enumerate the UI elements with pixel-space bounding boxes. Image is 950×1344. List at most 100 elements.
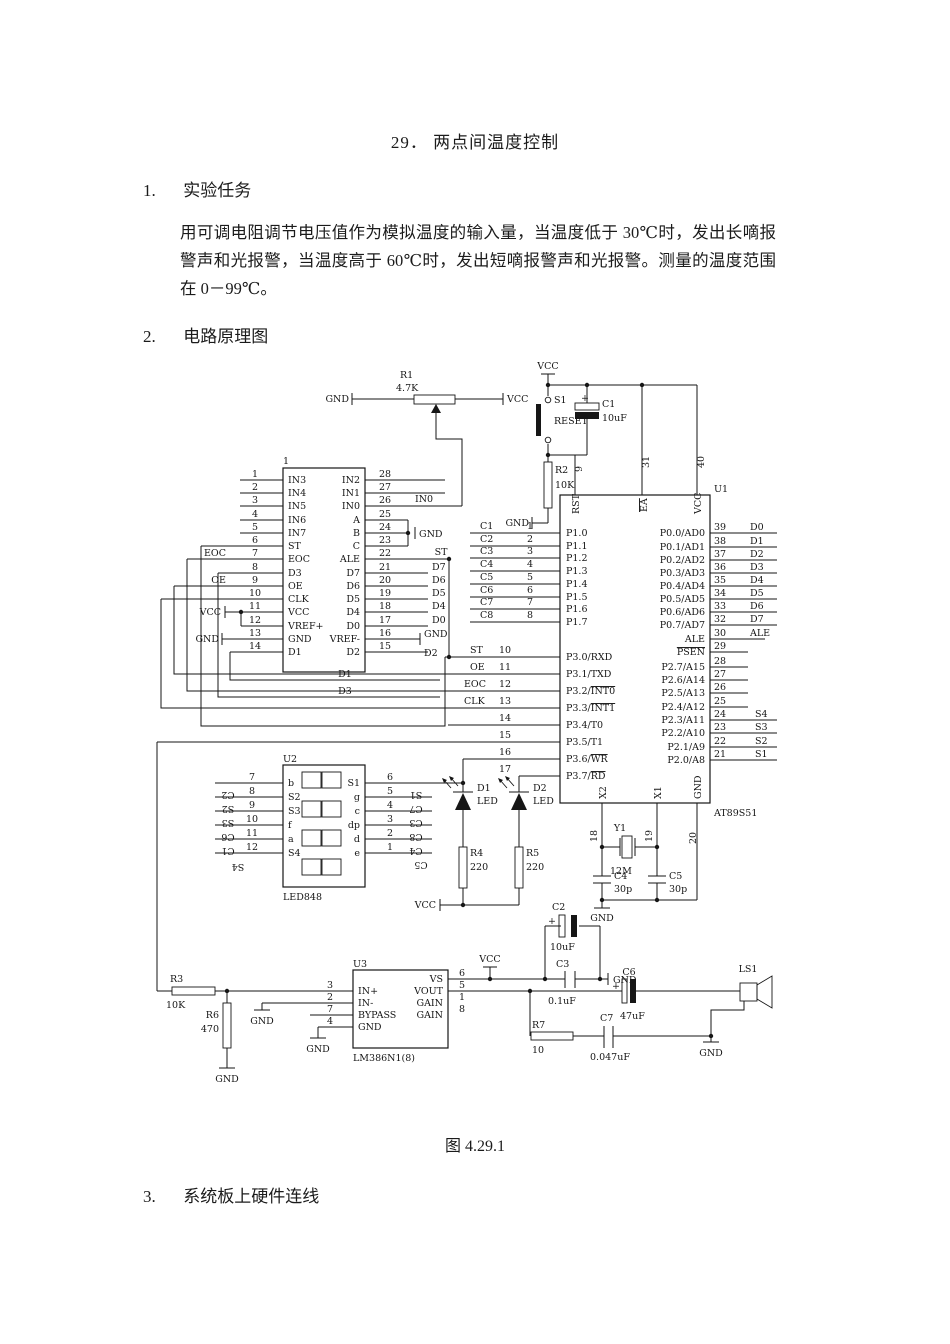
schematic-label: 22 bbox=[714, 736, 726, 747]
potentiometer-r1 bbox=[413, 394, 456, 405]
schematic-label: 3 bbox=[527, 546, 533, 557]
schematic-label: C7 bbox=[409, 803, 422, 814]
crystal-y1 bbox=[621, 835, 633, 859]
schematic-label: C2 bbox=[221, 789, 234, 800]
schematic-label: 10K bbox=[166, 1000, 186, 1011]
schematic-label: S1 bbox=[347, 778, 360, 789]
schematic-label: 4.7K bbox=[396, 383, 419, 394]
schematic-label: c bbox=[355, 806, 360, 817]
schematic-label: VCC bbox=[693, 493, 704, 515]
schematic-label: 5 bbox=[252, 522, 258, 533]
schematic-label: 25 bbox=[714, 696, 726, 707]
schematic-label: 1 bbox=[459, 992, 465, 1003]
schematic-label: GND bbox=[250, 1016, 274, 1027]
cap-c6-plate-neg bbox=[630, 979, 636, 1003]
schematic-label: P3.4/T0 bbox=[566, 720, 603, 731]
schematic-label: ST bbox=[288, 541, 302, 552]
schematic-label: 5 bbox=[387, 786, 393, 797]
schematic-label: S1 bbox=[554, 395, 567, 406]
schematic-label: 12M bbox=[610, 866, 632, 877]
schematic-label: 10uF bbox=[550, 942, 575, 953]
schematic-label: GND bbox=[325, 394, 349, 405]
schematic-label: P2.1/A9 bbox=[667, 742, 705, 753]
schematic-label: LED bbox=[477, 796, 498, 807]
schematic-label: AT89S51 bbox=[713, 808, 757, 819]
schematic-label: 10 bbox=[249, 588, 261, 599]
schematic-label: S4 bbox=[755, 709, 768, 720]
schematic-label: GND bbox=[613, 975, 637, 986]
schematic-label: 10 bbox=[246, 814, 258, 825]
schematic-label: VREF- bbox=[329, 634, 360, 645]
schematic-label: 5 bbox=[527, 572, 533, 583]
schematic-label: C3 bbox=[480, 546, 493, 557]
schematic-label: VCC bbox=[506, 394, 528, 405]
schematic-label: P1.7 bbox=[566, 617, 588, 628]
schematic-label: EOC bbox=[288, 554, 310, 565]
reset-button-contact bbox=[544, 436, 552, 444]
schematic-label: P2.0/A8 bbox=[667, 755, 705, 766]
schematic-label: P0.7/AD7 bbox=[660, 620, 705, 631]
schematic-label: D3 bbox=[288, 568, 302, 579]
schematic-label: 40 bbox=[696, 456, 707, 468]
wire-adc-routing bbox=[160, 546, 560, 727]
wire-amp-section bbox=[157, 925, 745, 1069]
wire-mcu-right-pins bbox=[710, 532, 777, 761]
schematic-label: IN5 bbox=[288, 501, 306, 512]
schematic-label: 220 bbox=[526, 862, 544, 873]
schematic-label: LED848 bbox=[283, 892, 322, 903]
section-1-heading: 1. 实验任务 bbox=[143, 176, 251, 201]
schematic-label: D4 bbox=[346, 607, 360, 618]
schematic-label: P2.7/A15 bbox=[661, 662, 705, 673]
pot-wiper-arrow bbox=[431, 404, 441, 413]
schematic-label: 2 bbox=[327, 992, 333, 1003]
schematic-label: IN0 bbox=[415, 494, 433, 505]
schematic-label: P0.3/AD3 bbox=[660, 568, 705, 579]
schematic-label: IN4 bbox=[288, 488, 306, 499]
schematic-label: 8 bbox=[459, 1004, 465, 1015]
schematic-label: 12 bbox=[249, 615, 261, 626]
schematic-label: GND bbox=[693, 775, 704, 799]
schematic-label: 16 bbox=[379, 628, 391, 639]
schematic-label: GND bbox=[505, 518, 529, 529]
schematic-label: 10 bbox=[532, 1045, 544, 1056]
schematic-label: P0.2/AD2 bbox=[660, 555, 705, 566]
schematic-label: D1 bbox=[477, 783, 491, 794]
schematic-label: 6 bbox=[459, 968, 465, 979]
schematic-label: OE bbox=[211, 575, 226, 586]
schematic-label: LED bbox=[533, 796, 554, 807]
schematic-label: 37 bbox=[714, 549, 726, 560]
schematic-label: P2.6/A14 bbox=[661, 675, 705, 686]
schematic-label: S1 bbox=[755, 749, 768, 760]
schematic-label: 8 bbox=[249, 786, 255, 797]
schematic-label: LM386N1(8) bbox=[353, 1053, 415, 1064]
schematic-label: C6 bbox=[480, 585, 493, 596]
schematic-label: LS1 bbox=[739, 964, 758, 975]
schematic-label: D4 bbox=[750, 575, 764, 586]
schematic-label: S2 bbox=[755, 736, 768, 747]
schematic-label: 12 bbox=[246, 842, 258, 853]
schematic-label: C5 bbox=[669, 871, 682, 882]
section-1-number: 1. bbox=[143, 181, 156, 200]
schematic-label: 30p bbox=[669, 884, 687, 895]
schematic-label: D5 bbox=[346, 594, 360, 605]
schematic-label: 4 bbox=[527, 559, 533, 570]
schematic-label: U2 bbox=[283, 754, 297, 765]
schematic-label: IN3 bbox=[288, 475, 306, 486]
schematic-label: 2 bbox=[387, 828, 393, 839]
schematic-label: A bbox=[352, 515, 360, 526]
schematic-label: X2 bbox=[598, 786, 609, 799]
resistor-r3 bbox=[171, 986, 216, 996]
reset-button-contact bbox=[544, 396, 552, 404]
schematic-label: 1 bbox=[252, 469, 258, 480]
schematic-label: S2 bbox=[222, 803, 235, 814]
schematic-label: 20 bbox=[688, 832, 699, 844]
schematic-label: C5 bbox=[480, 572, 493, 583]
schematic-label: P1.2 bbox=[566, 553, 588, 564]
schematic-label: P1.6 bbox=[566, 604, 588, 615]
schematic-label: R2 bbox=[555, 465, 568, 476]
wire-led-branch bbox=[439, 791, 529, 911]
schematic-label: U1 bbox=[714, 484, 728, 495]
schematic-label: 1 bbox=[283, 456, 289, 467]
schematic-label: P1.0 bbox=[566, 528, 588, 539]
